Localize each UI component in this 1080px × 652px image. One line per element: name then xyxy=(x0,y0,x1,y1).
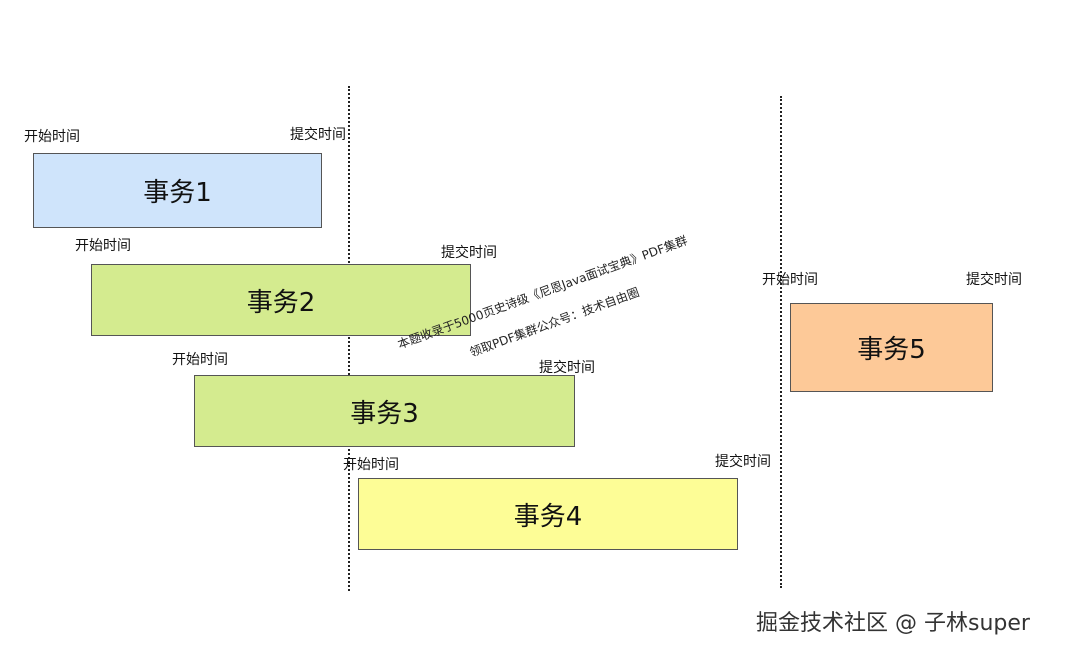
tx4-commit-label: 提交时间 xyxy=(715,454,771,470)
transaction-2-label: 事务2 xyxy=(246,287,316,318)
transaction-1-box: 事务1 xyxy=(33,153,322,228)
transaction-4-label: 事务4 xyxy=(513,501,583,532)
transaction-2-box: 事务2 xyxy=(91,264,471,336)
divider-line-right xyxy=(780,96,782,588)
transaction-3-label: 事务3 xyxy=(350,398,419,429)
transaction-3-box: 事务3 xyxy=(194,375,575,447)
transaction-1-label: 事务1 xyxy=(143,178,212,208)
tx1-start-label: 开始时间 xyxy=(24,129,80,145)
tx2-start-label: 开始时间 xyxy=(75,238,131,254)
tx5-start-label: 开始时间 xyxy=(762,272,818,288)
tx3-commit-label: 提交时间 xyxy=(539,360,595,376)
tx1-commit-label: 提交时间 xyxy=(290,127,346,143)
footer-brand: 掘金技术社区 @ 子林super xyxy=(756,611,1030,636)
tx3-start-label: 开始时间 xyxy=(172,352,228,368)
tx4-start-label: 开始时间 xyxy=(343,457,399,473)
tx5-commit-label: 提交时间 xyxy=(966,272,1022,288)
transaction-5-box: 事务5 xyxy=(790,303,993,392)
transaction-4-box: 事务4 xyxy=(358,478,738,550)
divider-line-left xyxy=(348,86,350,591)
transaction-5-label: 事务5 xyxy=(857,335,926,365)
tx2-commit-label: 提交时间 xyxy=(441,245,497,261)
